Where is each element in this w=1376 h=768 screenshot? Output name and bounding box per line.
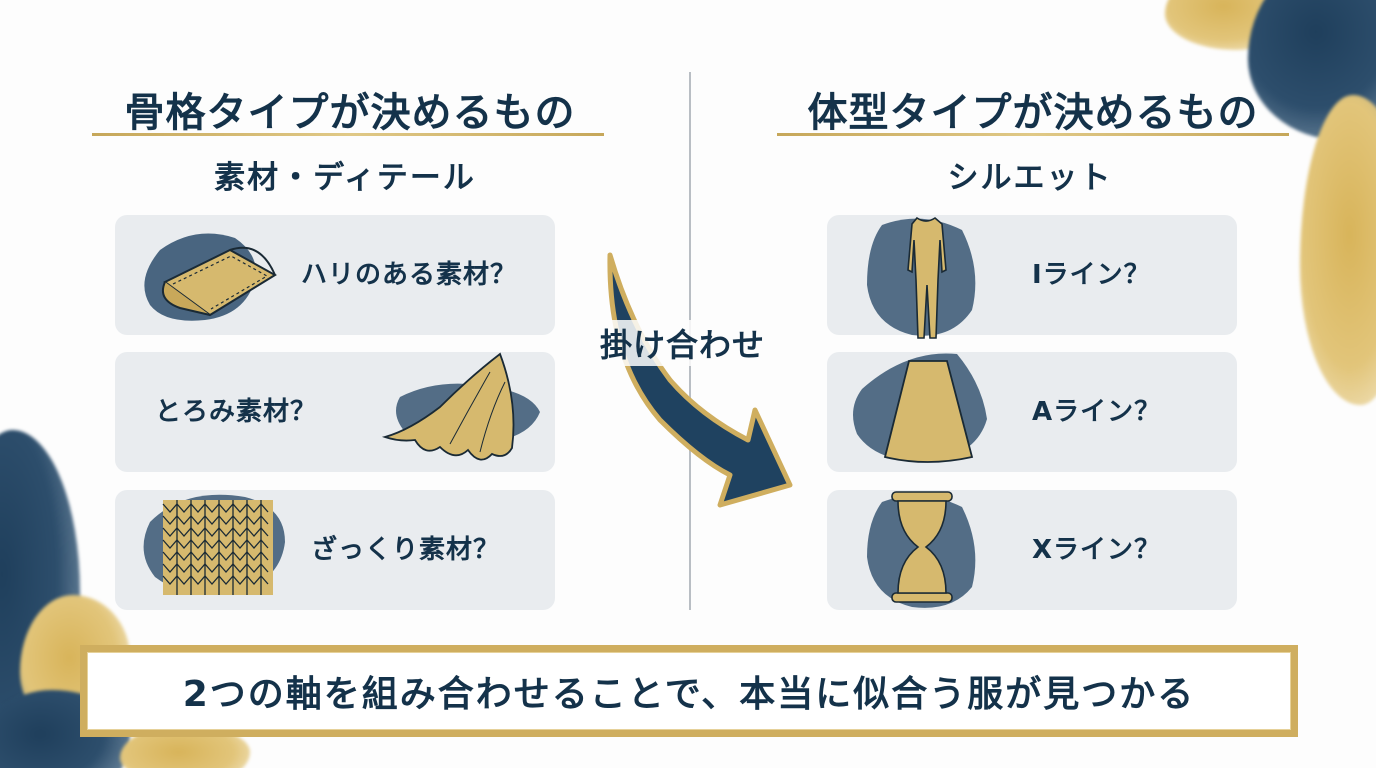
card-label: ハリのある素材？: [301, 260, 518, 290]
material-card-chunky: ざっくり素材？: [115, 490, 555, 610]
left-column-subtitle: 素材・ディテール: [214, 160, 476, 196]
right-title-underline: [777, 133, 1289, 136]
curved-arrow-icon: [607, 252, 793, 508]
i-line-body-icon: [867, 216, 976, 339]
card-label: Xライン？: [1032, 535, 1162, 565]
right-column-subtitle: シルエット: [947, 160, 1113, 196]
a-line-skirt-icon: [853, 353, 987, 463]
gold-wash-right: [1300, 95, 1376, 405]
summary-banner: 2つの軸を組み合わせることで、本当に似合う服が見つかる: [80, 645, 1298, 737]
card-label: ざっくり素材？: [311, 535, 501, 565]
summary-text: 2つの軸を組み合わせることで、本当に似合う服が見つかる: [182, 674, 1196, 715]
material-card-stiff: ハリのある素材？: [115, 215, 555, 335]
left-column-title: 骨格タイプが決めるもの: [124, 90, 576, 136]
combine-label: 掛け合わせ: [596, 320, 770, 366]
silhouette-card-a-line: Aライン？: [827, 352, 1237, 472]
card-label: とろみ素材？: [155, 397, 318, 427]
draped-fabric-icon: [381, 352, 540, 461]
silhouette-card-i-line: Iライン？: [827, 215, 1237, 339]
left-title-underline: [92, 133, 604, 136]
material-card-drapey: とろみ素材？: [115, 352, 555, 472]
card-label: Aライン？: [1032, 397, 1162, 427]
knit-texture-icon: [143, 494, 285, 595]
x-line-hourglass-icon: [867, 491, 976, 608]
right-column-title: 体型タイプが決めるもの: [807, 90, 1259, 136]
card-label: Iライン？: [1032, 260, 1151, 290]
silhouette-card-x-line: Xライン？: [827, 490, 1237, 610]
stiff-fabric-icon: [144, 233, 277, 321]
